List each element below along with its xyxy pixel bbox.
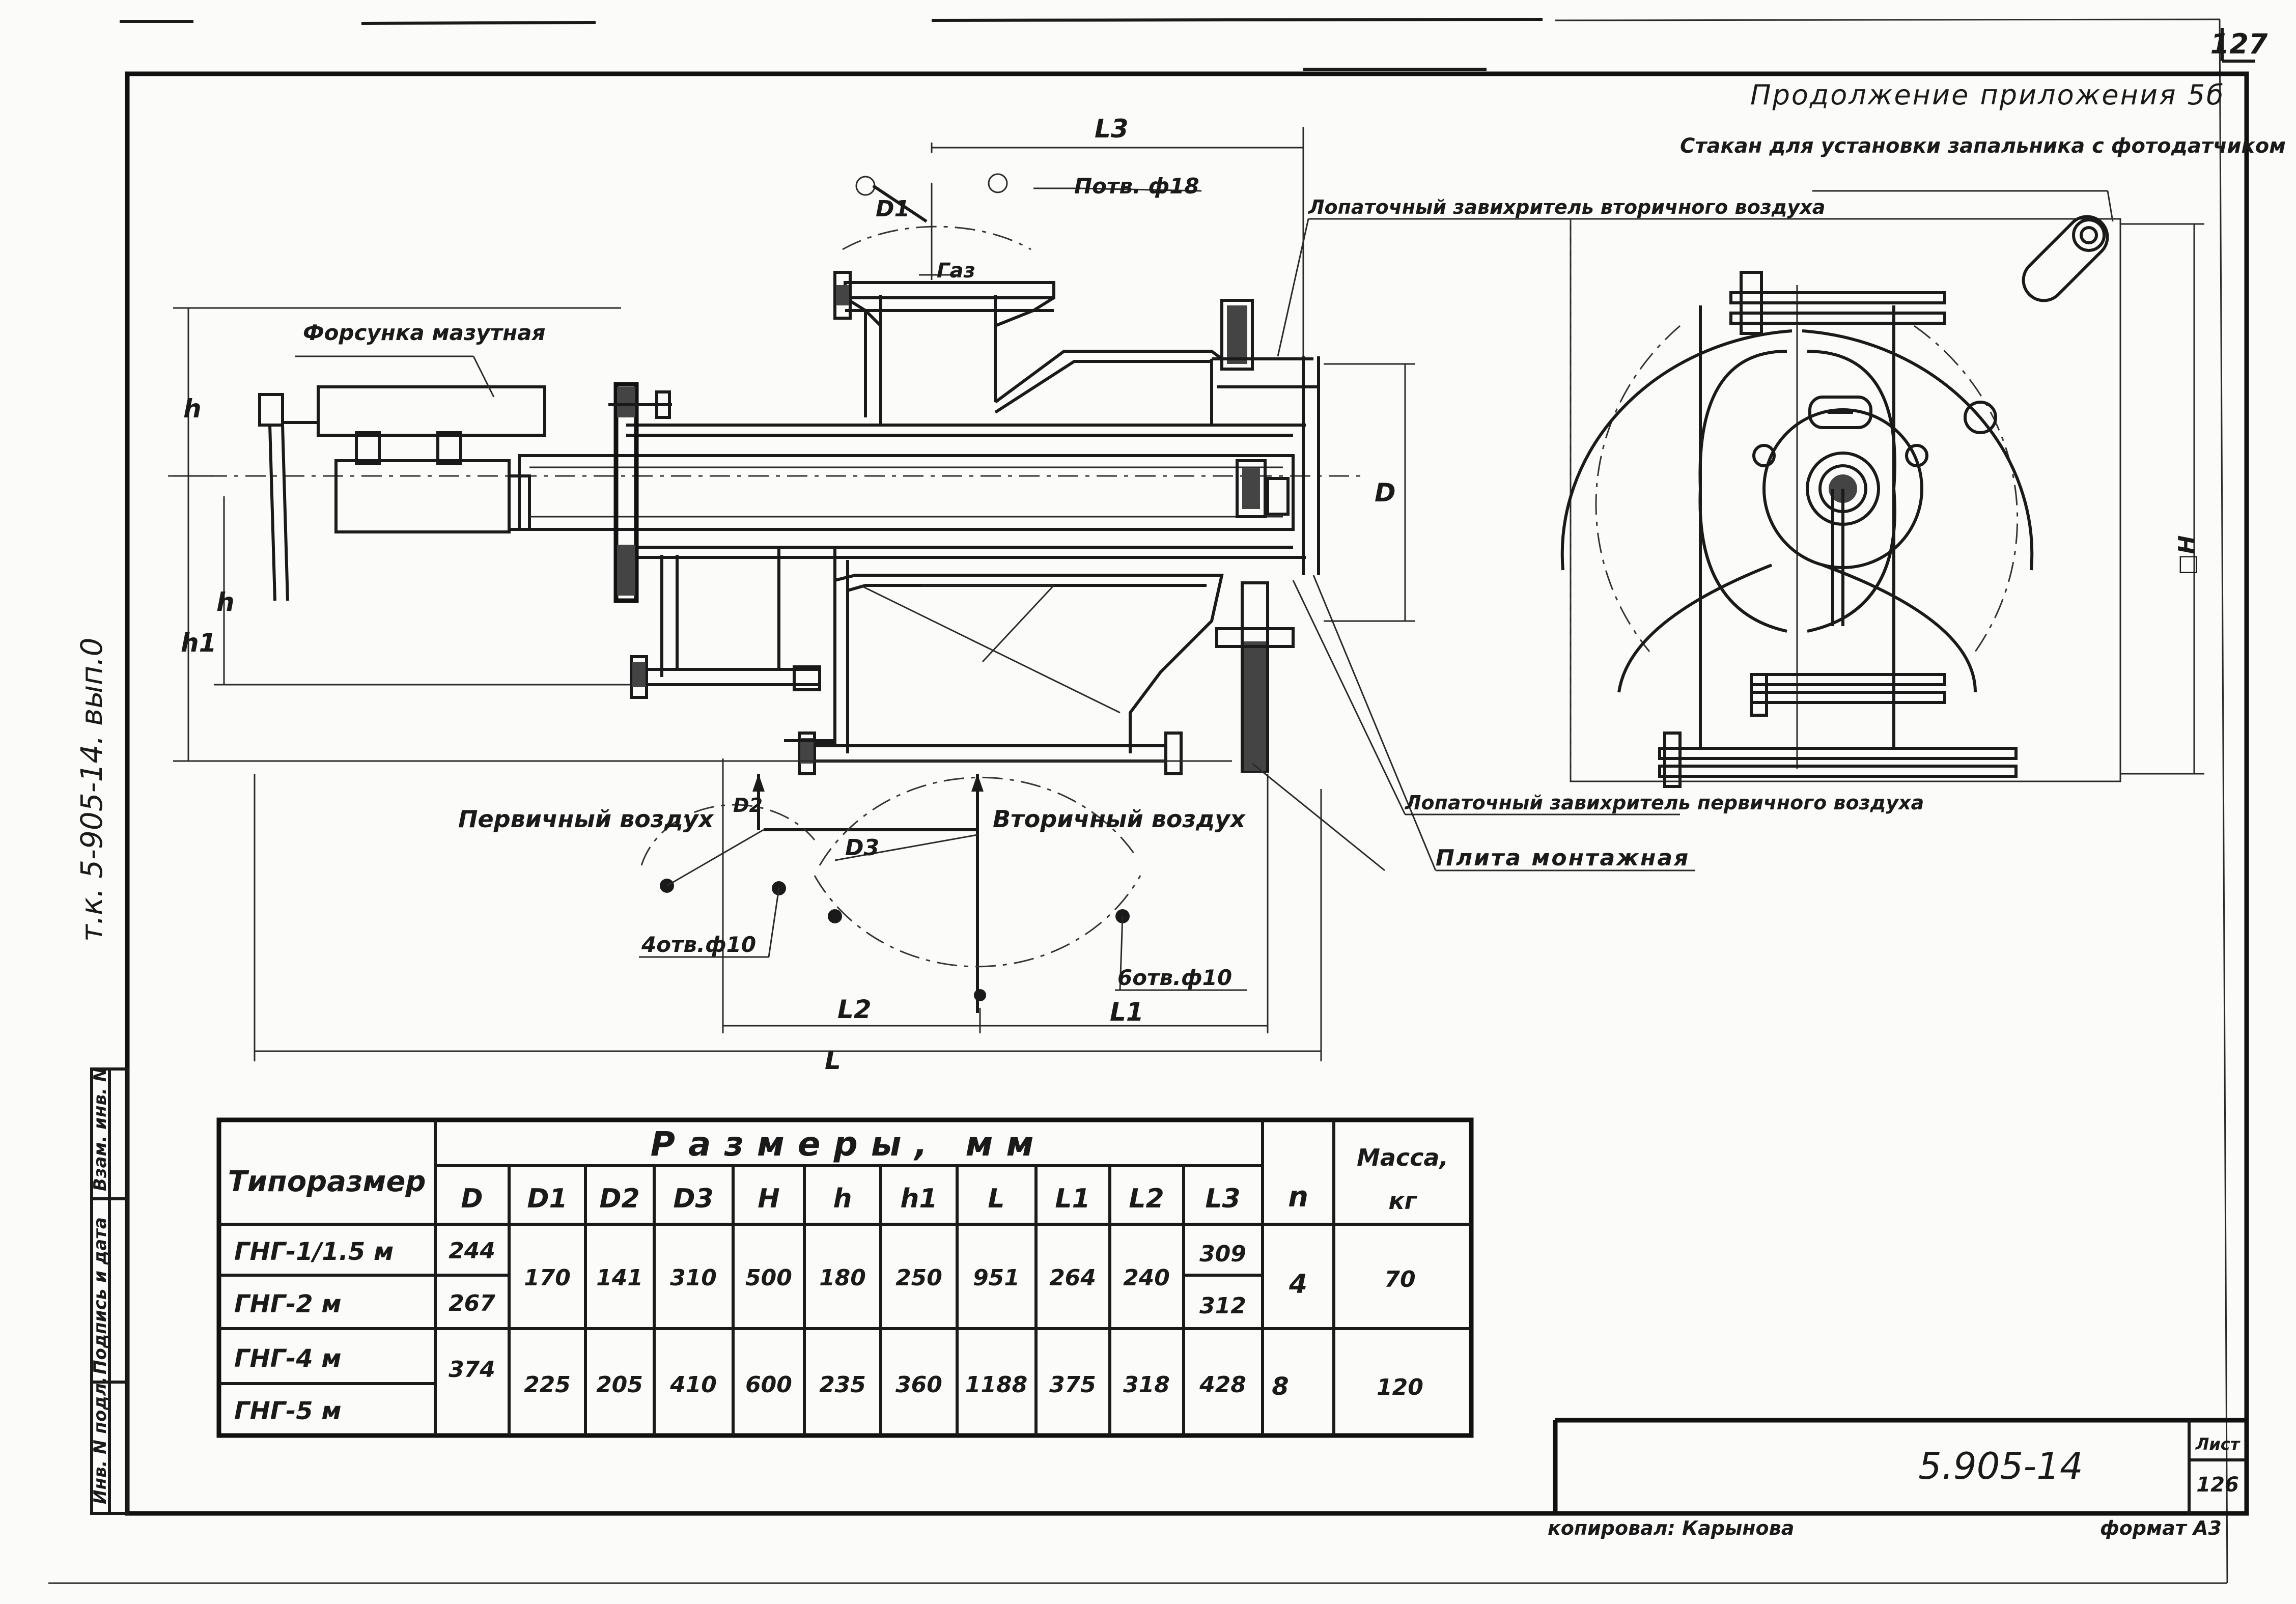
cell-b-D1: 225 xyxy=(524,1372,571,1398)
cell-b-h: 235 xyxy=(819,1372,866,1398)
hdr-h: h xyxy=(833,1184,852,1214)
dim-h-upper: h xyxy=(183,394,202,424)
label-secondary-air: Вторичный воздух xyxy=(993,805,1246,833)
cell-a-n: 4 xyxy=(1289,1269,1307,1300)
label-holes-top: Потв. ф18 xyxy=(1074,174,1199,199)
side-stamp: Инв. N подл. Подпись и дата Взам. инв. N xyxy=(90,1067,129,1515)
cell-a-D-1: 244 xyxy=(449,1238,495,1264)
cell-b-H: 600 xyxy=(745,1372,792,1398)
label-nozzle: Форсунка мазутная xyxy=(303,320,545,345)
dim-L1: L1 xyxy=(1110,997,1144,1027)
cell-b-D3: 410 xyxy=(669,1372,717,1398)
cell-a-h1: 250 xyxy=(895,1265,942,1291)
dim-D1: D1 xyxy=(876,196,910,222)
col-mass-line1: Масса, xyxy=(1357,1144,1448,1171)
nozzle-body xyxy=(317,385,546,437)
cell-a-L2: 240 xyxy=(1123,1265,1170,1291)
label-swirler-secondary: Лопаточный завихритель вторичного воздух… xyxy=(1308,196,1825,218)
dim-D3: D3 xyxy=(845,835,879,861)
cell-a-L3-2: 312 xyxy=(1199,1293,1246,1319)
hdr-L1: L1 xyxy=(1055,1184,1090,1214)
stamp-inv-orig: Инв. N подл. xyxy=(90,1376,110,1504)
label-primary-air: Первичный воздух xyxy=(458,805,714,833)
col-n: n xyxy=(1288,1180,1308,1214)
col-mass-line2: кг xyxy=(1388,1187,1417,1215)
cell-b-h1: 360 xyxy=(895,1372,942,1398)
sheet-number: 126 xyxy=(2196,1473,2239,1497)
hdr-D3: D3 xyxy=(673,1184,713,1214)
label-swirler-primary: Лопаточный завихритель первичного воздух… xyxy=(1405,792,1924,814)
cell-a-D2: 141 xyxy=(596,1265,643,1291)
cell-a-L1: 264 xyxy=(1049,1265,1096,1291)
dim-D: D xyxy=(1375,478,1396,508)
hdr-L3: L3 xyxy=(1205,1184,1240,1214)
type-gng-1-1.5: ГНГ-1/1.5 м xyxy=(234,1237,394,1266)
hdr-H: H xyxy=(758,1184,780,1214)
type-gng-4: ГНГ-4 м xyxy=(234,1344,342,1373)
type-gng-2: ГНГ-2 м xyxy=(234,1290,342,1318)
burner-front-view xyxy=(1560,190,2204,788)
hdr-L: L xyxy=(988,1184,1004,1214)
cell-b-D2: 205 xyxy=(596,1372,643,1398)
dim-H: □H xyxy=(2174,536,2200,575)
format: формат А3 xyxy=(2100,1517,2222,1539)
hdr-D1: D1 xyxy=(527,1184,567,1214)
burner-side-view xyxy=(168,127,1695,1061)
sheet-label: Лист xyxy=(2195,1434,2241,1454)
hdr-D: D xyxy=(461,1184,483,1214)
dimensions-table: Типоразмер Размеры, мм n Масса, кг D D1 … xyxy=(216,1117,1474,1438)
dim-L2: L2 xyxy=(837,995,872,1024)
dim-D2: D2 xyxy=(733,794,763,817)
cell-b-L2: 318 xyxy=(1123,1372,1170,1398)
dim-h1: h1 xyxy=(181,628,216,658)
page-number-box: 127 xyxy=(2210,28,2268,63)
cell-a-D3: 310 xyxy=(670,1265,717,1291)
dim-L3: L3 xyxy=(1095,114,1129,144)
cell-a-mass: 70 xyxy=(1384,1267,1415,1292)
label-mounting-plate: Плита монтажная xyxy=(1436,845,1690,871)
col-typesize: Типоразмер xyxy=(228,1165,426,1198)
hdr-h1: h1 xyxy=(900,1184,937,1214)
type-gng-5: ГНГ-5 м xyxy=(234,1397,342,1425)
page-number: 127 xyxy=(2210,28,2268,60)
col-group-dimensions: Размеры, мм xyxy=(651,1124,1047,1164)
hdr-L2: L2 xyxy=(1129,1184,1164,1214)
label-holes-4: 4отв.ф10 xyxy=(641,932,756,957)
cell-a-L3-1: 309 xyxy=(1199,1241,1246,1267)
cell-b-mass: 120 xyxy=(1377,1374,1423,1400)
cell-b-L3: 428 xyxy=(1199,1372,1246,1398)
label-sight-glass: Стакан для установки запальника с фотода… xyxy=(1680,134,2286,158)
dim-L: L xyxy=(825,1046,841,1075)
cell-a-h: 180 xyxy=(819,1265,866,1291)
cell-a-D-2: 267 xyxy=(449,1290,495,1316)
doc-number: 5.905-14 xyxy=(1918,1445,2083,1487)
cell-a-L: 951 xyxy=(973,1265,1020,1291)
dim-h-lower: h xyxy=(216,587,235,617)
cell-b-L1: 375 xyxy=(1049,1372,1096,1398)
label-holes-6: 6отв.ф10 xyxy=(1117,965,1232,990)
stamp-replaced-inv: Взам. инв. N xyxy=(90,1067,110,1191)
cell-a-D1: 170 xyxy=(524,1265,571,1291)
side-note: т.к. 5-905-14. вып.0 xyxy=(74,637,109,942)
drawing-labels: Форсунка мазутная Потв. ф18 Газ Лопаточн… xyxy=(181,114,2286,1075)
cell-b-L: 1188 xyxy=(965,1372,1027,1398)
hdr-D2: D2 xyxy=(599,1184,639,1214)
sheet-frame xyxy=(48,18,2249,1584)
appendix-header: Продолжение приложения 5б xyxy=(1750,79,2225,111)
cell-b-D: 374 xyxy=(449,1357,495,1383)
stamp-signature-date: Подпись и дата xyxy=(90,1217,110,1374)
cell-a-H: 500 xyxy=(745,1265,792,1291)
title-block: 5.905-14 Лист 126 xyxy=(1553,1418,2247,1513)
cell-b-n: 8 xyxy=(1272,1372,1289,1401)
label-gas: Газ xyxy=(937,259,975,283)
copied-by: копировал: Карынова xyxy=(1548,1517,1794,1539)
